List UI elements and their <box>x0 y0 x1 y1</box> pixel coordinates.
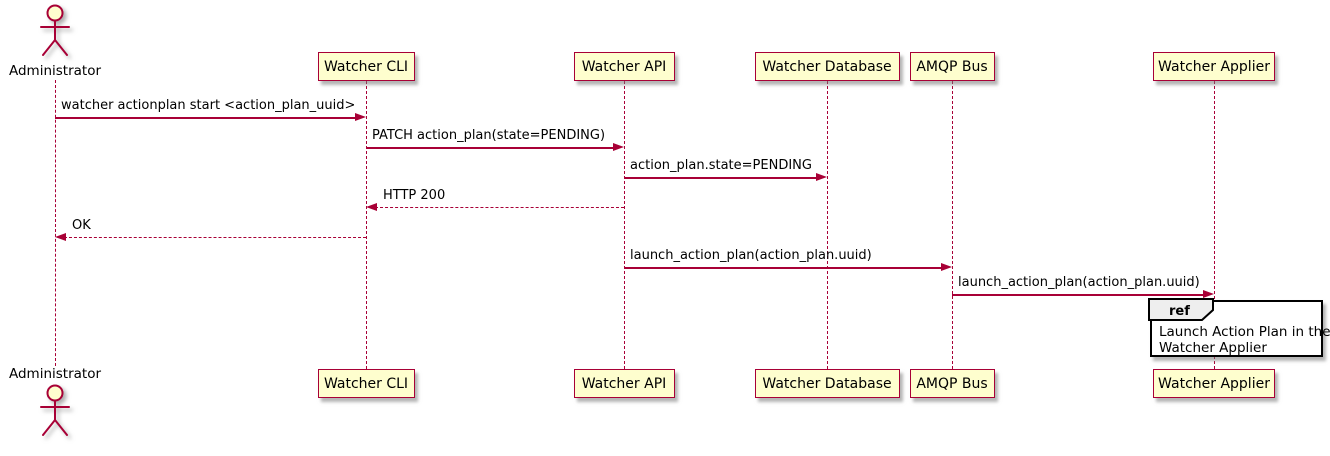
participant-box-watcher-database-top: Watcher Database <box>754 52 900 81</box>
lifeline-administrator <box>55 80 56 366</box>
ref-text-line: Watcher Applier <box>1159 340 1267 356</box>
message-line <box>624 267 943 269</box>
message-line <box>366 147 615 149</box>
message-arrowhead <box>55 233 66 241</box>
lifeline-watcher-database <box>827 81 828 369</box>
message-arrowhead <box>355 113 366 121</box>
participant-box-watcher-api-bottom: Watcher API <box>573 369 675 398</box>
actor-icon <box>35 4 75 66</box>
participant-box-watcher-cli-top: Watcher CLI <box>317 52 415 81</box>
participant-box-watcher-applier-top: Watcher Applier <box>1153 52 1275 81</box>
lifeline-watcher-applier <box>1214 81 1215 369</box>
message-arrowhead <box>613 143 624 151</box>
message-arrowhead <box>366 203 377 211</box>
participant-box-watcher-api-top: Watcher API <box>573 52 675 81</box>
message-line <box>64 237 366 238</box>
message-arrowhead <box>941 263 952 271</box>
actor-label: Administrator <box>8 63 102 79</box>
message-arrowhead <box>816 173 827 181</box>
message-label: launch_action_plan(action_plan.uuid) <box>630 248 872 263</box>
ref-keyword: ref <box>1169 304 1190 319</box>
message-label: PATCH action_plan(state=PENDING) <box>372 128 606 143</box>
message-label: HTTP 200 <box>383 188 446 203</box>
message-label: watcher actionplan start <action_plan_uu… <box>61 98 356 113</box>
message-label: action_plan.state=PENDING <box>630 158 812 173</box>
message-line <box>375 207 624 208</box>
participant-box-watcher-cli-bottom: Watcher CLI <box>317 369 415 398</box>
actor-label: Administrator <box>8 366 102 382</box>
lifeline-watcher-api <box>624 81 625 369</box>
lifeline-amqp-bus <box>952 81 953 369</box>
message-arrowhead <box>1203 290 1214 298</box>
message-line <box>952 294 1205 296</box>
message-line <box>55 117 357 119</box>
lifeline-watcher-cli <box>366 81 367 369</box>
participant-box-amqp-bus-bottom: AMQP Bus <box>909 369 995 398</box>
participant-box-amqp-bus-top: AMQP Bus <box>909 52 995 81</box>
actor-icon <box>35 384 75 446</box>
message-label: launch_action_plan(action_plan.uuid) <box>958 275 1200 290</box>
participant-box-watcher-applier-bottom: Watcher Applier <box>1153 369 1275 398</box>
ref-text-line: Launch Action Plan in the <box>1159 324 1330 340</box>
participant-box-watcher-database-bottom: Watcher Database <box>754 369 900 398</box>
message-label: OK <box>72 218 91 233</box>
message-line <box>624 177 818 179</box>
